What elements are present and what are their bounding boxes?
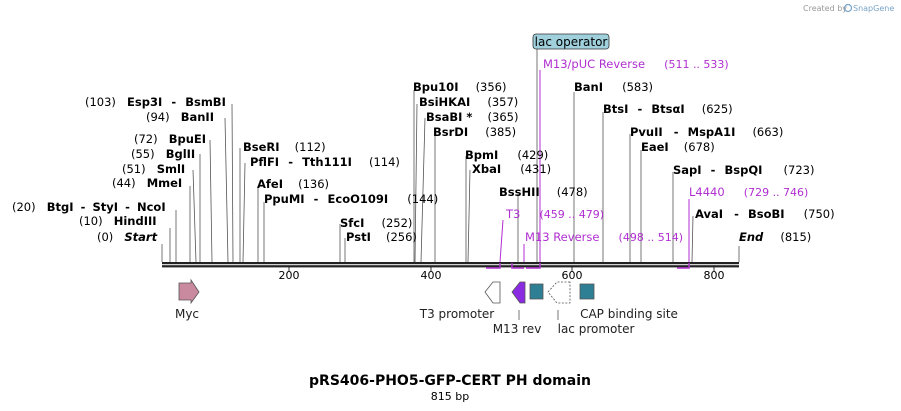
lac-operator-feature[interactable]: lac operator <box>532 33 610 50</box>
feature-label-lac-promoter: lac promoter <box>558 322 635 336</box>
site-leader-lines <box>161 90 740 263</box>
lac-operator-box <box>532 33 610 50</box>
leader-bsabi <box>420 117 426 263</box>
feature-label-myc: Myc <box>175 307 199 321</box>
site-label-banii[interactable]: (94) BanII <box>146 106 214 125</box>
site-label-smli[interactable]: (51) SmlI <box>122 158 185 177</box>
leader-xbai <box>467 169 471 263</box>
cap-binding-box <box>579 283 595 300</box>
leader-pflfi <box>242 162 246 263</box>
site-label-bsihkai[interactable]: BsiHKAI (357) <box>419 91 518 110</box>
leader-avai <box>691 215 694 263</box>
primer-leader-lines <box>499 70 690 263</box>
site-label-pflfi-tth111i[interactable]: PflFI - Tth111I (114) <box>250 151 400 170</box>
m13-rev-arrow-icon <box>511 281 526 304</box>
tick-label: 200 <box>279 269 300 282</box>
site-label-bsabi[interactable]: BsaBI * (365) <box>426 106 518 125</box>
m13rev-bind-mark <box>511 263 524 269</box>
leader-esp3i <box>231 103 234 263</box>
dna-backbone <box>162 262 739 268</box>
tick-label: 600 <box>562 269 583 282</box>
site-label-bpuei[interactable]: (72) BpuEI <box>134 128 206 147</box>
primer-label-m13puc-reverse[interactable]: M13/pUC Reverse (511 .. 533) <box>543 53 729 72</box>
site-label-esp3i-bsmbi[interactable]: (103) Esp3I - BsmBI <box>85 91 226 110</box>
leader-bsihkai <box>414 103 418 263</box>
feature-label-cap-binding-site: CAP binding site <box>580 307 678 321</box>
map-title: pRS406-PHO5-GFP-CERT PH domain <box>309 373 591 389</box>
ruler: 200 400 600 800 <box>279 267 725 282</box>
l4440-bind-mark <box>677 263 690 269</box>
site-label-bsshii[interactable]: BssHII (478) <box>499 181 588 200</box>
site-label-btsi-btsai[interactable]: BtsI - BtsαI (625) <box>603 98 733 117</box>
leader-t3 <box>499 219 504 263</box>
site-label-ppumi-ecoo109i[interactable]: PpuMI - EcoO109I (144) <box>264 188 438 207</box>
site-label-avai-bsobi[interactable]: AvaI - BsoBI (750) <box>695 203 835 222</box>
site-label-mmei[interactable]: (44) MmeI <box>112 172 182 191</box>
site-label-afei[interactable]: AfeI (136) <box>257 173 329 192</box>
site-label-bglii[interactable]: (55) BglII <box>131 143 195 162</box>
primer-label-l4440[interactable]: L4440 (729 .. 746) <box>689 181 808 200</box>
feature-label-m13-rev: M13 rev <box>493 322 542 336</box>
t3-bind-mark <box>486 263 501 269</box>
site-label-xbai[interactable]: XbaI (431) <box>472 158 551 177</box>
lac-operator-label: lac operator <box>535 35 608 49</box>
lac-operator-block[interactable] <box>529 283 544 300</box>
myc-arrow-icon <box>178 278 200 305</box>
feature-cap-binding-site[interactable]: CAP binding site <box>579 283 678 321</box>
site-label-sfci[interactable]: SfcI (252) <box>340 212 412 231</box>
feature-lac-promoter[interactable]: lac promoter <box>547 281 635 336</box>
lac-promoter-arrow-icon <box>547 281 571 304</box>
feature-myc[interactable]: Myc <box>175 278 200 321</box>
snapgene-credit: Created by SnapGene <box>803 3 894 13</box>
t3-promoter-arrow-icon <box>484 281 501 304</box>
leader-bpuei <box>209 139 213 263</box>
feature-t3-promoter[interactable]: T3 promoter <box>419 281 501 321</box>
site-label-bseri[interactable]: BseRI (112) <box>243 136 326 155</box>
tick-label: 800 <box>704 269 725 282</box>
backbone-bottom-strand <box>162 265 739 268</box>
site-label-bani[interactable]: BanI (583) <box>574 76 653 95</box>
site-label-sapi-bspqi[interactable]: SapI - BspQI (723) <box>673 159 814 178</box>
feature-label-t3-promoter: T3 promoter <box>419 307 495 321</box>
m13puc-bind-mark <box>526 263 541 269</box>
primer-label-m13-reverse[interactable]: M13 Reverse (498 .. 514) <box>525 226 683 245</box>
snapgene-logo-icon <box>843 3 853 13</box>
primer-label-t3[interactable]: T3 (459 .. 479) <box>505 203 604 222</box>
leader-banii <box>224 117 229 263</box>
map-length: 815 bp <box>431 390 469 403</box>
start-label: (0) Start <box>97 226 158 245</box>
credit-prefix: Created by <box>803 4 847 13</box>
feature-m13-rev[interactable]: M13 rev <box>493 281 542 336</box>
backbone-top-strand <box>162 262 739 265</box>
end-label: End (815) <box>739 226 811 245</box>
site-label-bpmi[interactable]: BpmI (429) <box>465 144 548 163</box>
site-label-eaei[interactable]: EaeI (678) <box>641 136 715 155</box>
primer-binding-marks <box>486 263 690 269</box>
tick-label: 400 <box>421 269 442 282</box>
leader-smli <box>192 169 197 263</box>
site-label-btgi-styi-ncoi[interactable]: (20) BtgI - StyI - NcoI <box>12 196 166 215</box>
site-label-pvuii-mspa1i[interactable]: PvuII - MspA1I (663) <box>630 121 783 140</box>
site-label-bsrdi[interactable]: BsrDI (385) <box>433 121 516 140</box>
credit-brand: SnapGene <box>853 4 894 13</box>
site-label-hindiii[interactable]: (10) HindIII <box>79 210 157 229</box>
site-label-bpu10i[interactable]: Bpu10I (356) <box>413 76 507 95</box>
site-label-psti[interactable]: PstI (256) <box>346 226 417 245</box>
